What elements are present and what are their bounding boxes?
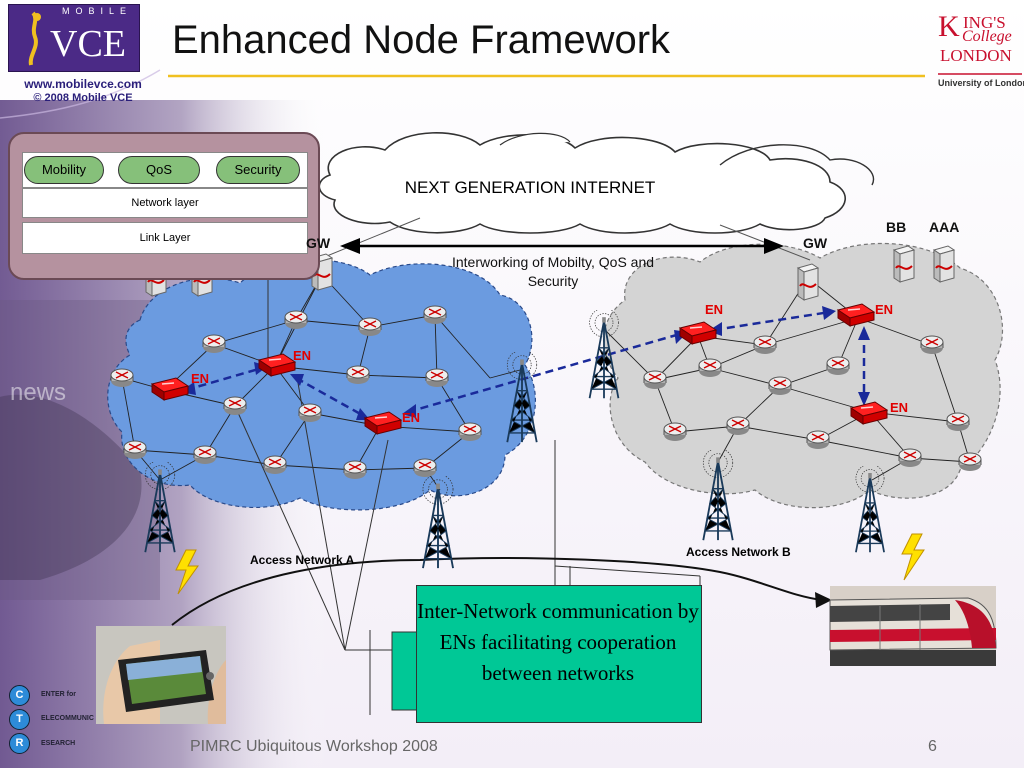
access-network-b-label: Access Network B <box>686 545 791 559</box>
handheld-device-photo <box>96 626 226 724</box>
mobile-vce-logo <box>8 4 140 72</box>
ctr-text-line2: ELECOMMUNIC <box>41 715 94 722</box>
kcl-logo-london: LONDON <box>940 46 1012 65</box>
figure-icon <box>28 11 41 66</box>
gw-right-label: GW <box>803 235 828 251</box>
lightning-icon <box>175 549 199 595</box>
bb-label: BB <box>886 219 907 235</box>
gw-left-label: GW <box>306 235 331 251</box>
stack-network-layer: Network layer <box>22 188 308 218</box>
access-network-a-label: Access Network A <box>250 553 355 567</box>
train-photo <box>829 586 997 666</box>
en-label: EN <box>191 371 210 386</box>
en-label: EN <box>402 410 421 425</box>
en-label: EN <box>875 302 894 317</box>
kcl-logo-college: College <box>962 28 1012 45</box>
ctr-logo-c: C <box>9 685 30 706</box>
page-number: 6 <box>928 738 937 755</box>
stack-qos: QoS <box>118 156 200 184</box>
kcl-logo-k: K <box>938 10 960 43</box>
next-generation-internet-label: NEXT GENERATION INTERNET <box>404 178 656 197</box>
logo-mobile-text: MOBILE <box>62 6 133 16</box>
logo-vce-text: VCE <box>50 23 126 65</box>
svg-text:news: news <box>10 379 66 406</box>
callout-text: Inter-Network communication by ENs facil… <box>417 599 699 685</box>
ctr-text-line1: ENTER for <box>41 691 76 698</box>
footer-text: PIMRC Ubiquitous Workshop 2008 <box>190 738 438 755</box>
stack-security: Security <box>216 156 300 184</box>
logo-url[interactable]: www.mobilevce.com <box>24 77 142 91</box>
en-label: EN <box>890 400 909 415</box>
page-title: Enhanced Node Framework <box>172 18 671 62</box>
lightning-icon <box>901 533 925 581</box>
ctr-text-line3: ESEARCH <box>41 740 76 747</box>
stack-mobility: Mobility <box>24 156 104 184</box>
logo-copyright: © 2008 Mobile VCE <box>33 92 133 104</box>
ctr-logo-r: R <box>9 733 30 754</box>
en-label: EN <box>293 348 312 363</box>
stack-link-layer: Link Layer <box>22 222 308 254</box>
callout-box <box>416 585 702 723</box>
ctr-logo-t: T <box>9 709 30 730</box>
en-label: EN <box>705 302 724 317</box>
interworking-label: Interworking of Mobilty, QoS and Securit… <box>451 254 655 289</box>
aaa-label: AAA <box>929 219 960 235</box>
kcl-logo-university: University of London <box>938 78 1024 88</box>
kcl-logo-ings: ING'S <box>963 13 1006 32</box>
